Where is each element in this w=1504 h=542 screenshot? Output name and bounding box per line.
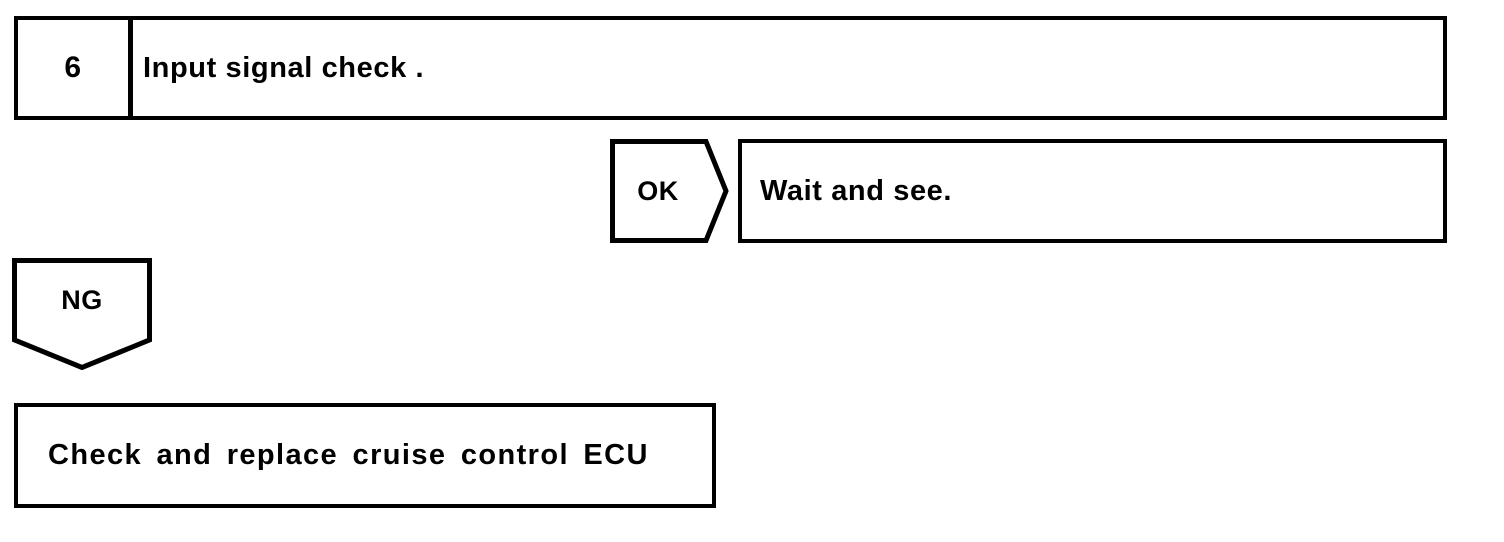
step-divider (128, 20, 133, 116)
result-ok-text: Wait and see. (760, 174, 953, 207)
branch-ok: OK (610, 139, 729, 243)
branch-ok-label: OK (637, 175, 679, 206)
result-ok-box: Wait and see. (738, 139, 1447, 243)
branch-ng-label: NG (61, 284, 103, 315)
pentagon-right-icon (610, 139, 729, 243)
step-box: 6 Input signal check . (14, 16, 1447, 120)
result-ng-box: Check and replace cruise control ECU (14, 403, 716, 508)
pentagon-down-icon (12, 258, 152, 370)
result-ng-text: Check and replace cruise control ECU (48, 439, 649, 471)
step-description: Input signal check . (143, 51, 425, 84)
branch-ng: NG (12, 258, 152, 370)
step-number: 6 (64, 51, 82, 84)
